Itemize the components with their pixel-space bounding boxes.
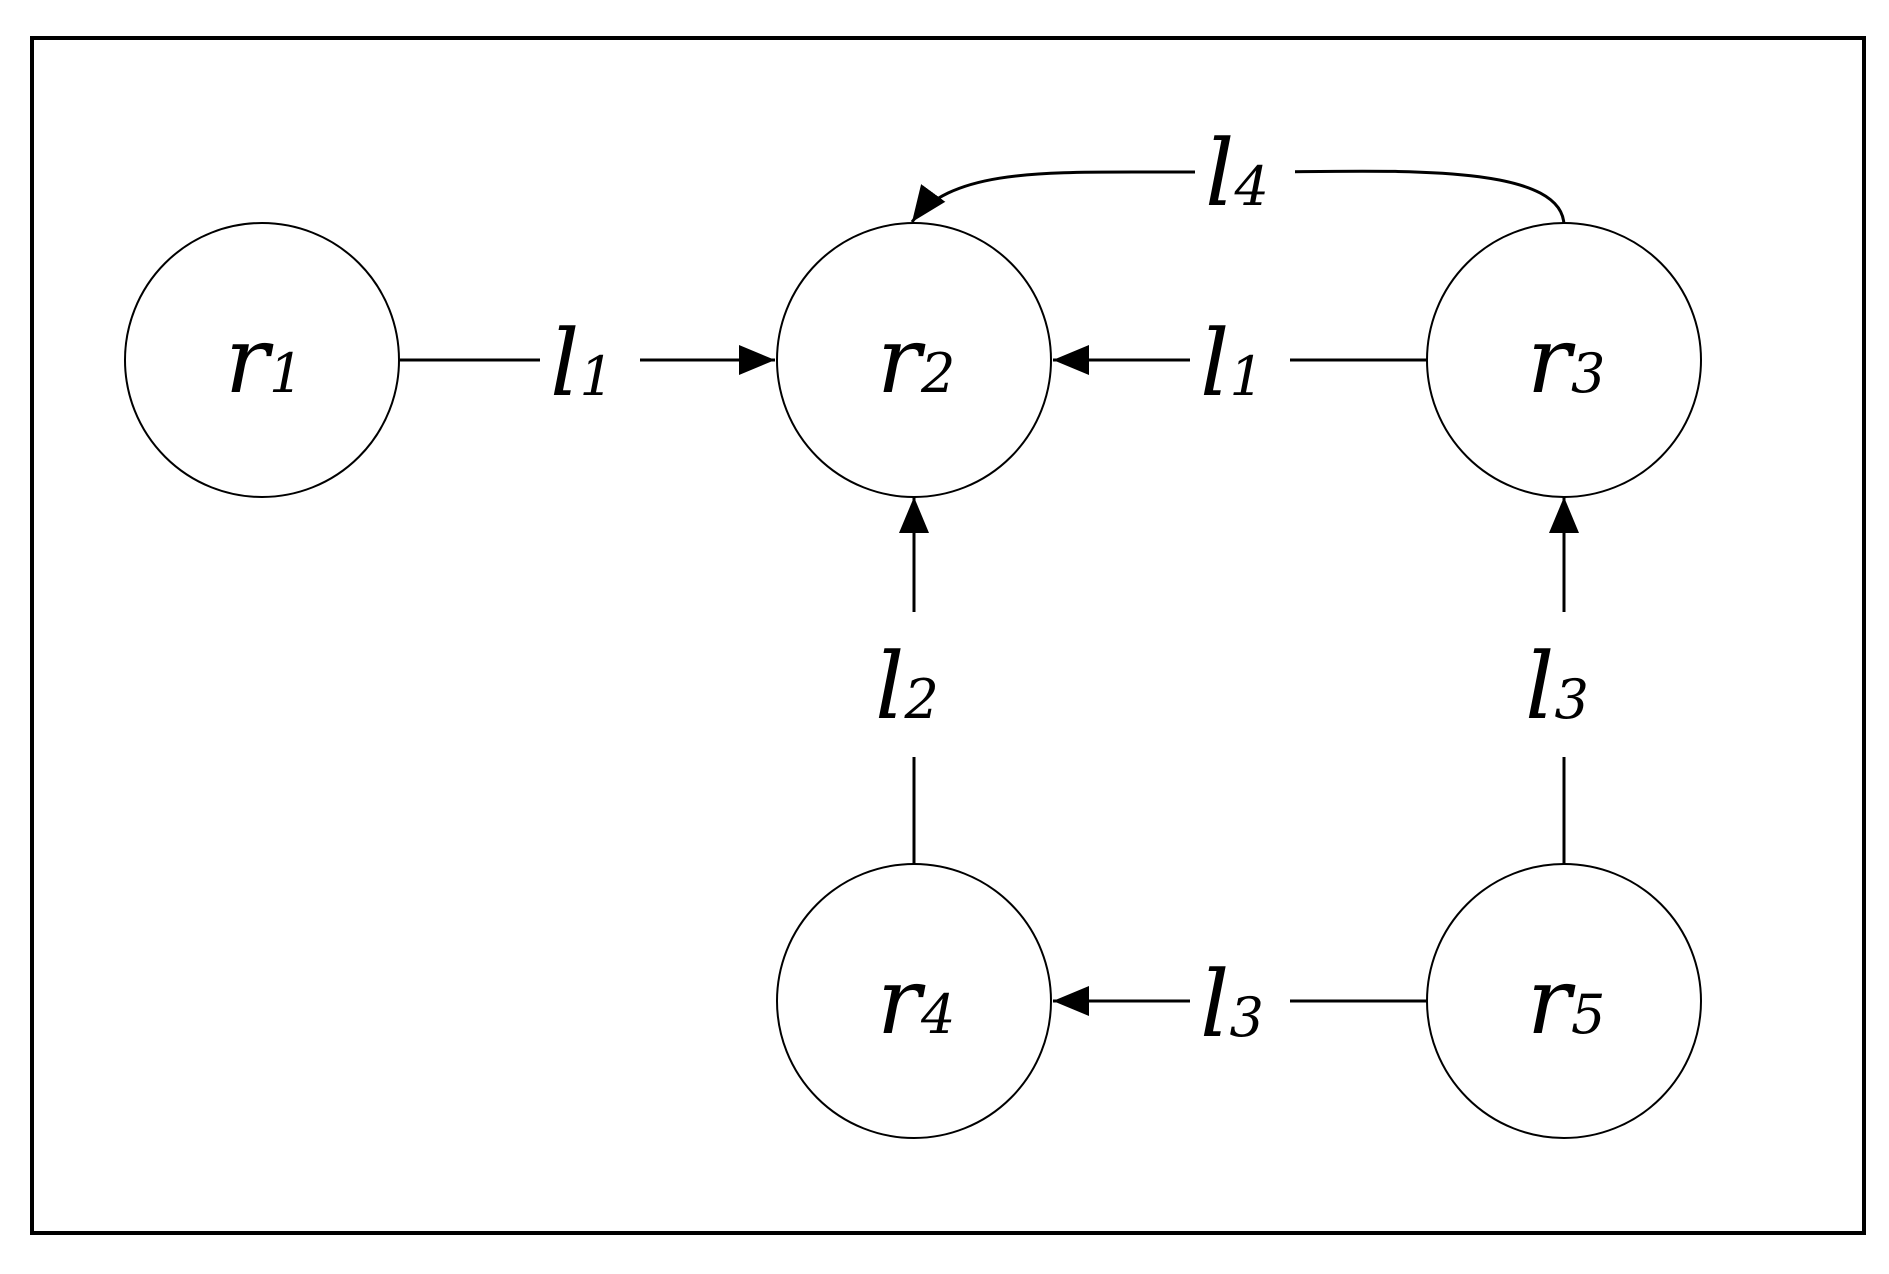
node-r5: r5 [1426, 863, 1702, 1139]
node-label-r4: r4 [877, 948, 955, 1055]
edge-label-e5: l3 [1525, 633, 1589, 740]
node-r1: r1 [124, 222, 400, 498]
edge-label-bg [1190, 300, 1290, 420]
node-r4: r4 [776, 863, 1052, 1139]
edge-r5-r4: l3 [1053, 940, 1427, 1060]
node-circle [776, 863, 1052, 1139]
edge-label-e1: l1 [550, 310, 614, 417]
edge-r4-r2: l2 [865, 497, 965, 868]
node-circle [124, 222, 400, 498]
node-circle [1426, 863, 1702, 1139]
edge-label-bg [1195, 130, 1295, 230]
edge-label-e2: l1 [1200, 310, 1264, 417]
edge-label-e3: l4 [1205, 120, 1269, 227]
diagram-frame [30, 36, 1866, 1235]
node-label-r5: r5 [1527, 948, 1605, 1055]
edge-label-bg [540, 300, 640, 420]
node-r3: r3 [1426, 222, 1702, 498]
edge-label-bg [865, 612, 965, 757]
edge-r1-r2: l1 [400, 300, 775, 420]
edge-label-bg [1190, 940, 1290, 1060]
edge-label-bg [1515, 612, 1615, 757]
node-circle [776, 222, 1052, 498]
edge-r3-r2-upper: l4 [910, 120, 1566, 230]
node-label-r2: r2 [877, 307, 955, 414]
edge-r5-r3: l3 [1515, 497, 1615, 868]
node-circle [1426, 222, 1702, 498]
edge-label-e4: l2 [875, 633, 939, 740]
node-r2: r2 [776, 222, 1052, 498]
edge-label-e6: l3 [1200, 951, 1264, 1058]
edge-r3-r2-lower: l1 [1053, 300, 1427, 420]
node-label-r1: r1 [225, 307, 303, 414]
node-label-r3: r3 [1527, 307, 1605, 414]
